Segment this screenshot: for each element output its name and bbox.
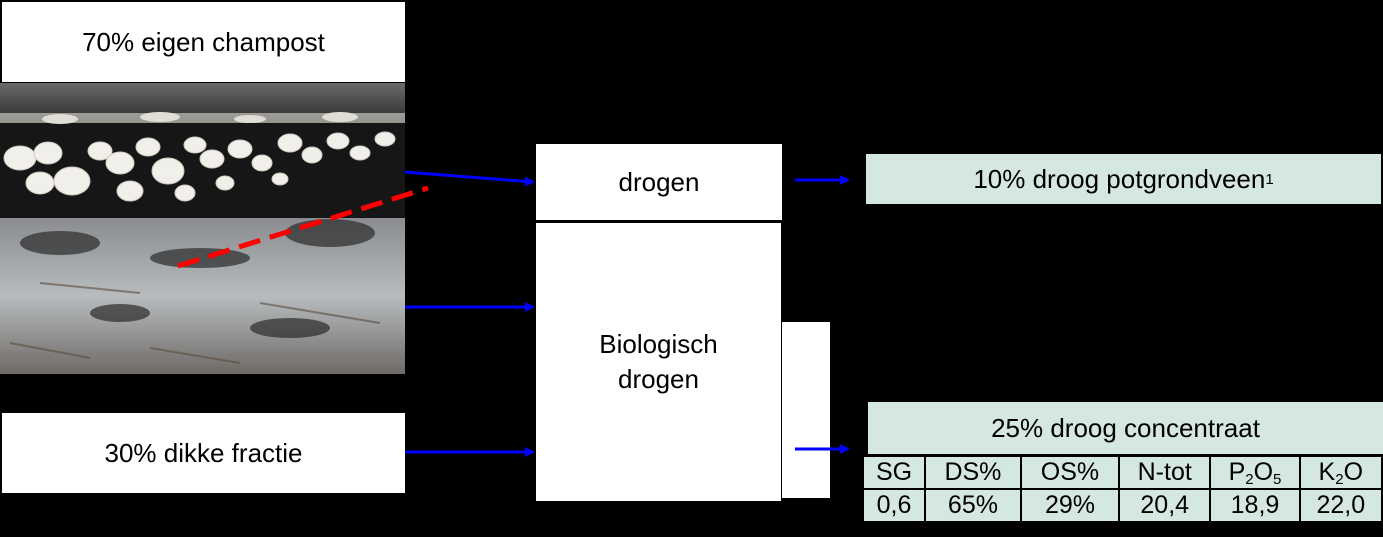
analysis-value-row: 0,6 65% 29% 20,4 18,9 22,0 bbox=[862, 488, 1383, 523]
value-k2o: 22,0 bbox=[1298, 488, 1383, 523]
arrow-champost-to-drogen bbox=[404, 170, 535, 187]
output-concentraat-label: 25% droog concentraat bbox=[991, 412, 1260, 443]
header-p2o5: P2O5 bbox=[1209, 455, 1301, 490]
output-concentraat-box: 25% droog concentraat bbox=[868, 402, 1383, 454]
value-sg: 0,6 bbox=[862, 488, 926, 523]
drogen-box: drogen bbox=[536, 144, 782, 220]
output-potgrondveen-label: 10% droog potgrondveen bbox=[973, 163, 1266, 194]
value-ds: 65% bbox=[924, 488, 1022, 523]
header-k2o: K2O bbox=[1298, 455, 1383, 490]
value-ntot: 20,4 bbox=[1118, 488, 1212, 523]
analysis-header-row: SG DS% OS% N-tot P2O5 K2O bbox=[862, 455, 1383, 490]
biologisch-drogen-box: Biologisch drogen bbox=[536, 223, 781, 501]
input-champost-box: 70% eigen champost bbox=[2, 2, 405, 82]
value-p2o5: 18,9 bbox=[1209, 488, 1301, 523]
header-ds: DS% bbox=[924, 455, 1022, 490]
concentraat-analysis-table: SG DS% OS% N-tot P2O5 K2O 0,6 65% 29% 20… bbox=[862, 455, 1383, 523]
input-dikke-fractie-box: 30% dikke fractie bbox=[2, 413, 405, 493]
biologisch-drogen-line1: Biologisch bbox=[599, 329, 718, 359]
drogen-label: drogen bbox=[618, 166, 700, 197]
input-champost-label: 70% eigen champost bbox=[82, 26, 325, 57]
input-dikke-fractie-label: 30% dikke fractie bbox=[104, 437, 303, 468]
footnote-marker: 1 bbox=[1265, 170, 1274, 188]
value-os: 29% bbox=[1019, 488, 1121, 523]
side-connector-box bbox=[782, 322, 830, 498]
mushroom-bed-photo bbox=[0, 83, 405, 374]
dashed-separator-line bbox=[177, 185, 429, 269]
header-sg: SG bbox=[862, 455, 926, 490]
header-os: OS% bbox=[1019, 455, 1121, 490]
biologisch-drogen-line2: drogen bbox=[618, 364, 699, 394]
header-ntot: N-tot bbox=[1118, 455, 1212, 490]
